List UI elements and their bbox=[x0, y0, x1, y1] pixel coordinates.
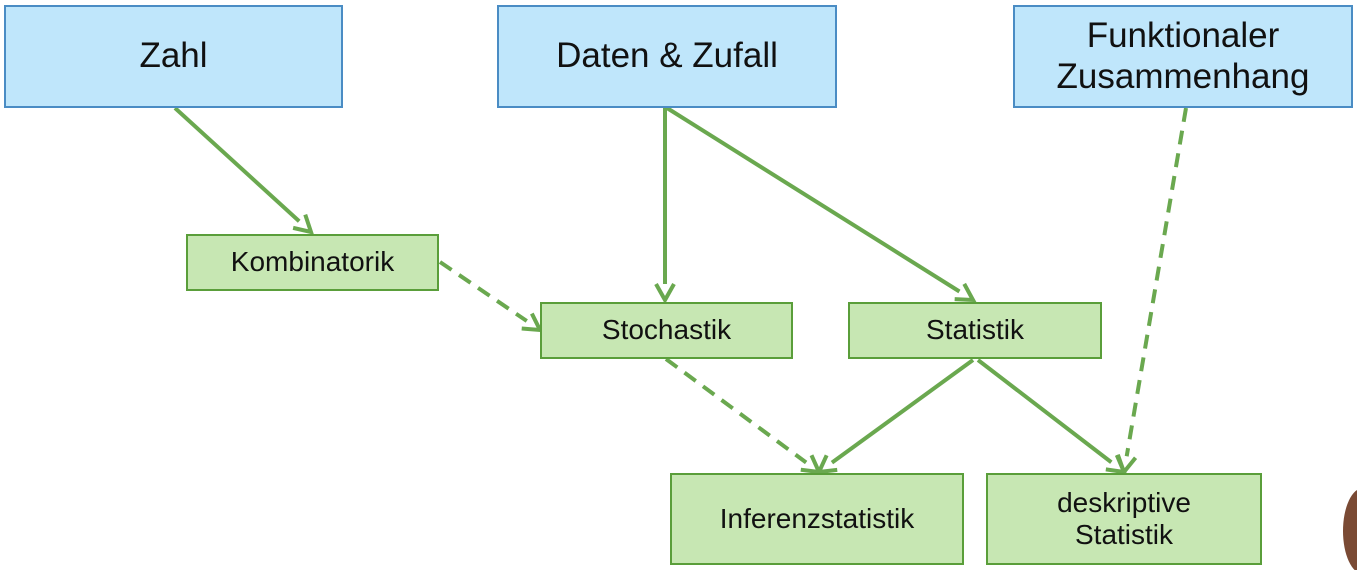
arrow-zahl-to-kombinatorik bbox=[173, 106, 315, 235]
arrow-funktionaler_zusammenhang-to-deskriptive_statistik bbox=[1115, 107, 1188, 477]
arrow-daten_zufall-to-stochastik bbox=[654, 108, 676, 305]
node-funktionaler-zusammenhang: Funktionaler Zusammenhang bbox=[1013, 5, 1353, 108]
node-statistik: Statistik bbox=[848, 302, 1102, 359]
arrow-statistik-to-deskriptive_statistik bbox=[976, 358, 1128, 475]
node-daten-zufall: Daten & Zufall bbox=[497, 5, 837, 108]
arrow-daten_zufall-to-statistik bbox=[665, 106, 977, 303]
presenter-partial bbox=[1343, 488, 1357, 570]
node-stochastik: Stochastik bbox=[540, 302, 793, 359]
node-zahl: Zahl bbox=[4, 5, 343, 108]
arrow-kombinatorik-to-stochastik bbox=[438, 260, 544, 333]
node-deskriptive-statistik: deskriptive Statistik bbox=[986, 473, 1262, 565]
node-inferenzstatistik: Inferenzstatistik bbox=[670, 473, 964, 565]
node-kombinatorik: Kombinatorik bbox=[186, 234, 439, 291]
arrow-stochastik-to-inferenzstatistik bbox=[664, 357, 823, 475]
arrow-statistik-to-inferenzstatistik bbox=[815, 358, 975, 475]
